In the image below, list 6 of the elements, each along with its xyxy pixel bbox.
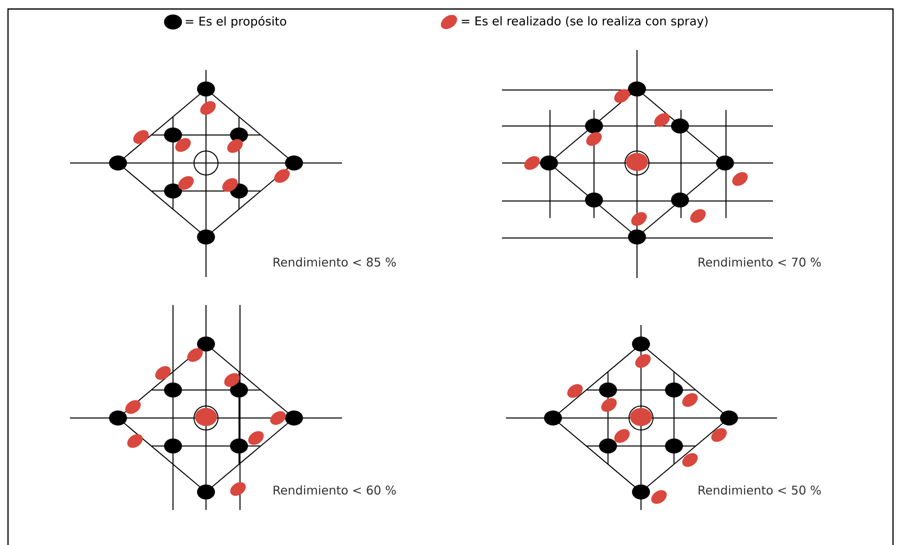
yield-label: Rendimiento < 70 %: [698, 257, 821, 267]
yield-label: Rendimiento < 50 %: [698, 485, 821, 495]
legend-text: = Es el propósito: [186, 16, 286, 28]
legend-text: = Es el realizado (se lo realiza con spray): [462, 16, 708, 28]
yield-label: Rendimiento < 85 %: [274, 257, 396, 267]
yield-label: Rendimiento < 60 %: [274, 485, 396, 495]
